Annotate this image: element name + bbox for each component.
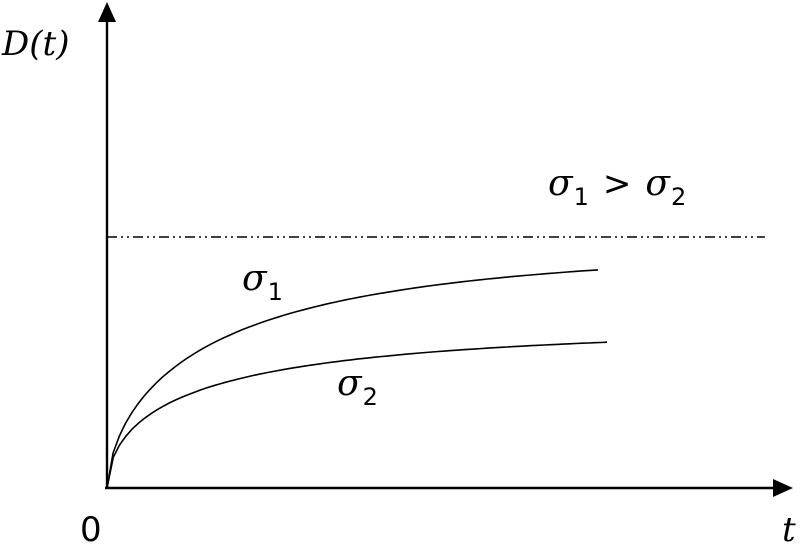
relation-left-symbol: σ (548, 163, 574, 204)
curve-2-label-symbol: σ (337, 363, 363, 404)
relation-right-subscript: 2 (671, 183, 686, 211)
curve-1-label: σ1 (242, 258, 283, 306)
x-axis-label: t (782, 510, 796, 546)
origin-label: 0 (80, 510, 102, 546)
curve-2-label: σ2 (337, 363, 378, 411)
relation-right-symbol: σ (645, 163, 671, 204)
curve-2-label-subscript: 2 (363, 383, 378, 411)
x-axis-arrowhead (773, 479, 793, 497)
relation-operator: > (603, 164, 632, 204)
relation-left-subscript: 1 (574, 183, 589, 211)
curve-sigma-2 (106, 341, 608, 489)
y-axis-arrowhead (98, 2, 116, 22)
y-axis-label: D(t) (1, 24, 69, 64)
curve-sigma-1 (106, 269, 599, 489)
relation-annotation: σ1>σ2 (548, 163, 686, 211)
curve-1-label-symbol: σ (242, 258, 268, 299)
curve-1-label-subscript: 1 (268, 278, 283, 306)
